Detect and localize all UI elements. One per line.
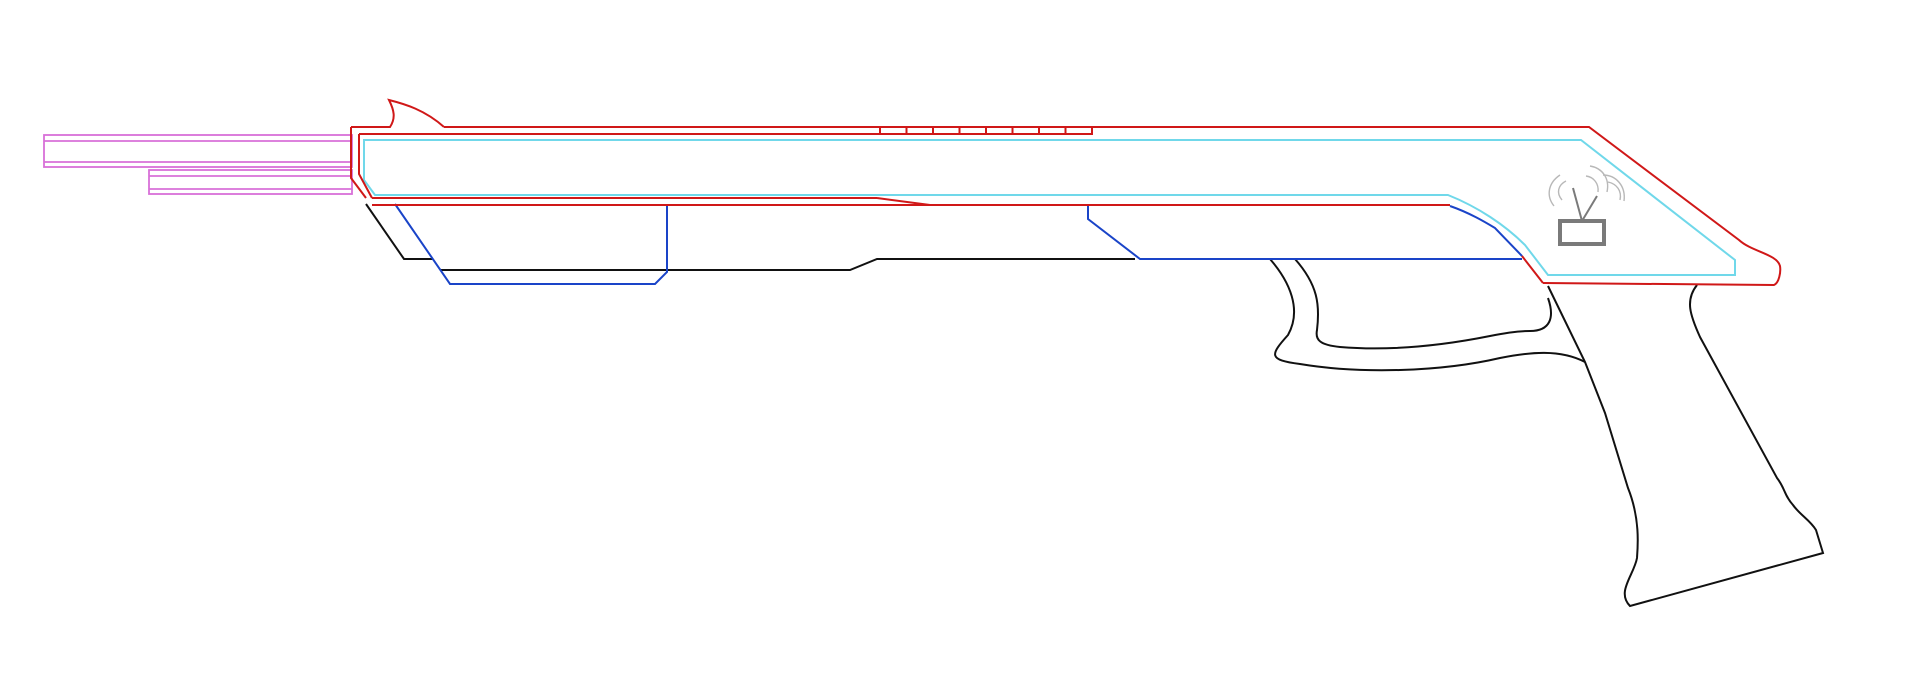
vent-slot [1011, 126, 1040, 135]
signal-wave [1585, 175, 1599, 193]
barrel-group [43, 134, 353, 195]
lower-frame-line [441, 258, 1135, 271]
lower-barrel [148, 169, 353, 195]
trigger [1294, 258, 1552, 350]
antenna-icon [1548, 165, 1625, 246]
outer-shell [350, 98, 1782, 287]
mechanism [394, 203, 1523, 285]
vent-slot [932, 126, 961, 135]
signal-wave [1557, 180, 1567, 201]
top-line [444, 126, 1782, 287]
hammer-slope [876, 197, 931, 206]
inner-panel-outline [363, 139, 1736, 276]
signal-wave [1607, 181, 1622, 201]
vent-slot [905, 126, 934, 135]
magazine-outline [394, 203, 668, 285]
grip-top-red [1521, 255, 1544, 284]
vent-slot [1064, 126, 1093, 135]
grip-outline [1547, 284, 1825, 608]
signal-waves [1548, 165, 1625, 207]
vent-slots [879, 126, 1093, 135]
front-edge [350, 127, 367, 199]
front-sight [351, 98, 445, 128]
trigger-guard [1269, 258, 1586, 372]
inner-panel [363, 139, 1736, 276]
signal-wave [1548, 174, 1561, 207]
antenna-mast [1581, 195, 1598, 222]
signal-wave [1602, 174, 1625, 202]
vent-slot [1038, 126, 1067, 135]
inner-red-contour [358, 134, 373, 199]
vent-slot [985, 126, 1014, 135]
lower-frame-line [365, 203, 433, 260]
antenna-base [1558, 219, 1606, 246]
vent-slot [958, 126, 987, 135]
vent-slot [879, 126, 908, 135]
mechanism-curve [1449, 205, 1523, 257]
body-frame [365, 203, 1825, 608]
antenna-mast [1572, 187, 1583, 222]
mechanism-rail [1087, 206, 1522, 260]
